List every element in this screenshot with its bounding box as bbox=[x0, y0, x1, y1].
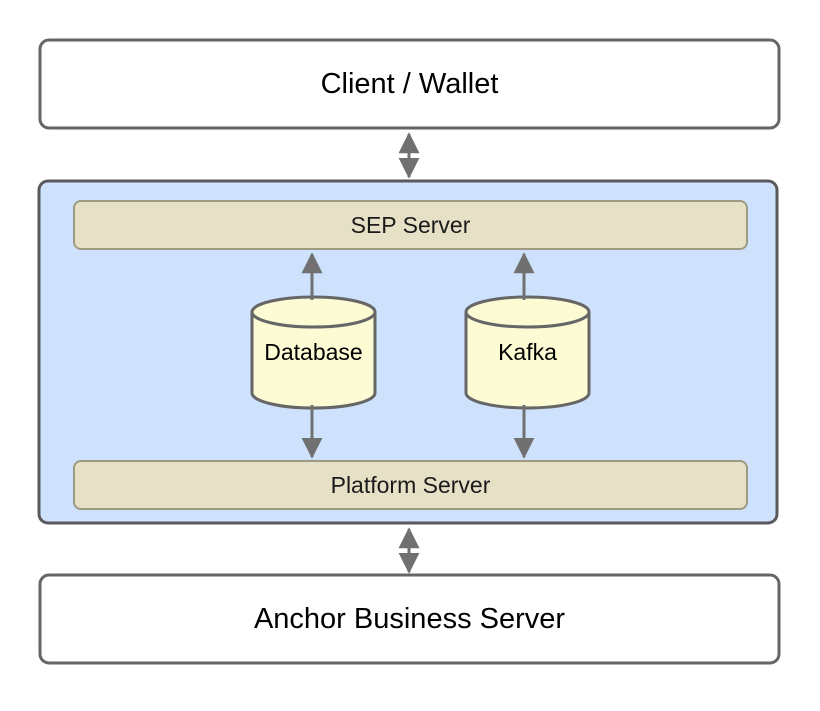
node-sep-server[interactable] bbox=[73, 200, 748, 250]
node-anchor-business-server[interactable] bbox=[38, 573, 781, 665]
node-client-wallet[interactable] bbox=[38, 38, 781, 130]
node-anchor-platform-container[interactable] bbox=[37, 179, 779, 525]
node-kafka-cylinder[interactable] bbox=[464, 295, 591, 410]
node-database-cylinder[interactable] bbox=[250, 295, 377, 410]
node-platform-server[interactable] bbox=[73, 460, 748, 510]
